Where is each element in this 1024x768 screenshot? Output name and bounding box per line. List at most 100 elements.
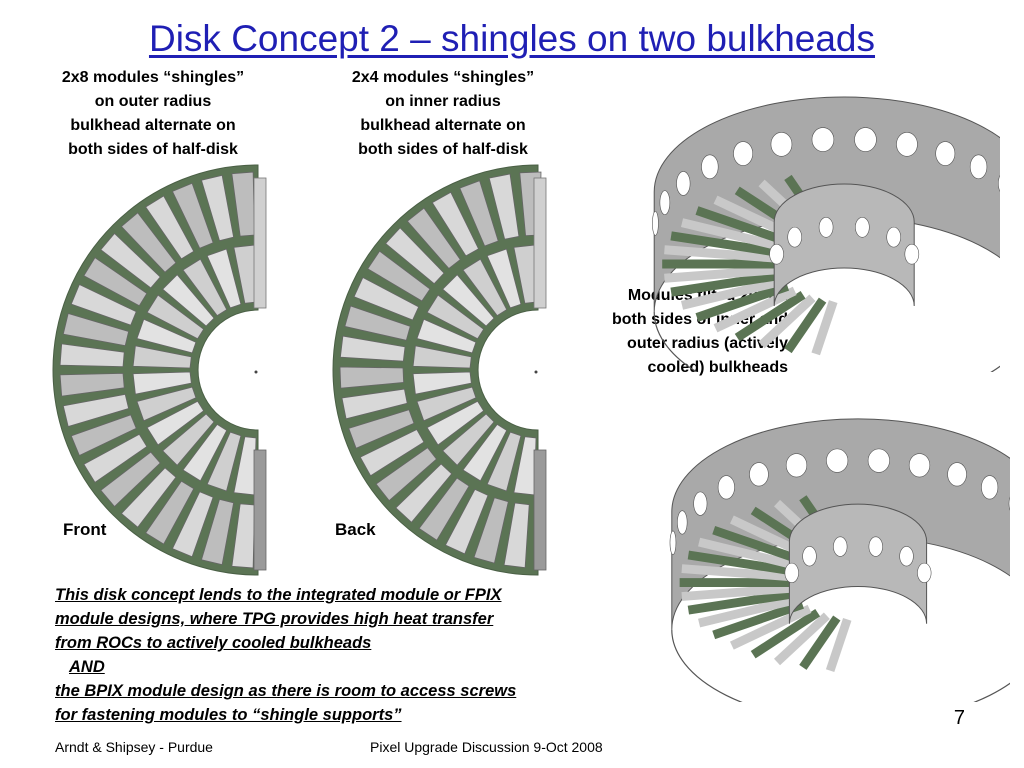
caption-line: 2x4 modules “shingles” [351,69,535,86]
bulkhead-hole [733,141,754,166]
bulkhead-rim [653,311,1000,372]
bulkhead-hole [868,536,883,557]
inner-bulkhead [788,503,928,624]
outer-module [59,372,125,397]
bulkhead-hole [749,462,769,487]
tilted-module [664,245,776,263]
bulkhead-3d-view-bottom [669,418,1010,702]
inner-module [416,386,477,422]
inner-module [412,371,472,395]
tilted-module [825,617,852,673]
bulkhead-hole [677,510,688,535]
tilted-module [712,600,804,640]
tilted-module [698,595,798,628]
bulkhead-hole [676,171,691,196]
outer-module [359,428,425,477]
bulkhead-hole [867,448,890,473]
inner-module [412,345,472,369]
description-line: the BPIX module design as there is room … [55,682,517,700]
footer-authors: Arndt & Shipsey - Purdue [55,739,213,755]
inner-module [442,413,495,466]
tilted-module [729,604,812,650]
outer-module [488,173,520,240]
bulkhead-iso-drawing [669,418,1010,702]
tilted-module [680,218,783,252]
bulkhead-hole [899,546,914,567]
back-label: Back [335,520,376,539]
outer-module [120,467,177,528]
tilted-module [664,265,776,283]
outer-module [459,180,499,247]
bulkhead-hole [947,462,967,487]
outer-module [385,227,445,285]
bulkhead-hole [1008,496,1010,511]
footer-event: Pixel Upgrade Discussion 9-Oct 2008 [370,739,603,755]
tilted-module [698,537,798,570]
outer-module [339,335,406,362]
bulkhead-hole [669,530,677,555]
center-mark [534,370,538,374]
tilted-module [695,206,790,246]
bulkhead-rim [671,629,1010,702]
outer-module [431,191,480,257]
bulkhead-hole [917,562,932,584]
bulkhead-hole [935,141,956,166]
outer-module [100,451,161,508]
tilted-module [681,564,791,582]
outer-module [341,388,408,420]
inner-module [486,431,522,492]
outer-module [59,343,125,368]
bulkhead-hole [787,226,803,248]
tilted-module [680,276,783,310]
front-disk-drawing [52,164,267,576]
outer-module [375,447,438,502]
inner-module [162,274,215,327]
description-line: for fastening modules to “shingle suppor… [55,706,402,724]
inner-module [462,423,508,482]
bulkhead-hole [701,154,719,180]
outer-module [444,488,489,555]
bulkhead-hole [854,127,877,152]
inner-module [206,248,242,309]
outer-module [200,174,235,242]
inner-module [182,258,228,317]
caption-line: both sides of half-disk [68,141,238,158]
caption-line: on outer radius [94,93,212,110]
caption-front-disk: 2x8 modules “shingles” on outer radius b… [28,66,278,162]
tilted-module [687,589,794,615]
inner-module [426,400,485,446]
inner-module [182,423,228,482]
bulkhead-hole [833,536,848,557]
tilted-module [750,608,821,659]
caption-line: bulkhead alternate on [360,117,526,134]
bulkhead-hole [896,132,918,157]
inner-module [146,294,205,340]
inner-module [486,248,522,309]
tilted-module [687,550,794,576]
caption-line: outer radius (actively [627,335,788,352]
bulkhead-hole [785,453,808,478]
tilted-module [799,615,841,670]
tilted-module [695,282,790,322]
outer-module [344,305,411,341]
bulkhead-hole [818,216,834,238]
outer-module [70,283,137,326]
bulkhead-hole [908,453,931,478]
outer-module [367,250,431,302]
description-line: This disk concept lends to the integrate… [55,586,502,604]
outer-module [339,366,405,389]
inner-module [146,400,205,446]
tilted-module [681,583,791,601]
bulkhead-hole [769,243,784,265]
outer-module [231,171,256,237]
tilted-module [670,271,779,297]
bulkhead-hole [981,475,999,500]
bulkhead-hole [659,190,671,215]
inner-module [426,294,485,340]
caption-line: 2x8 modules “shingles” [61,69,245,86]
bulkhead-hole [969,154,988,180]
back-half-disk-figure [332,164,547,576]
bulkhead-hole [652,211,659,236]
bulkhead-hole [826,448,849,473]
bulkhead-hole [855,216,870,238]
